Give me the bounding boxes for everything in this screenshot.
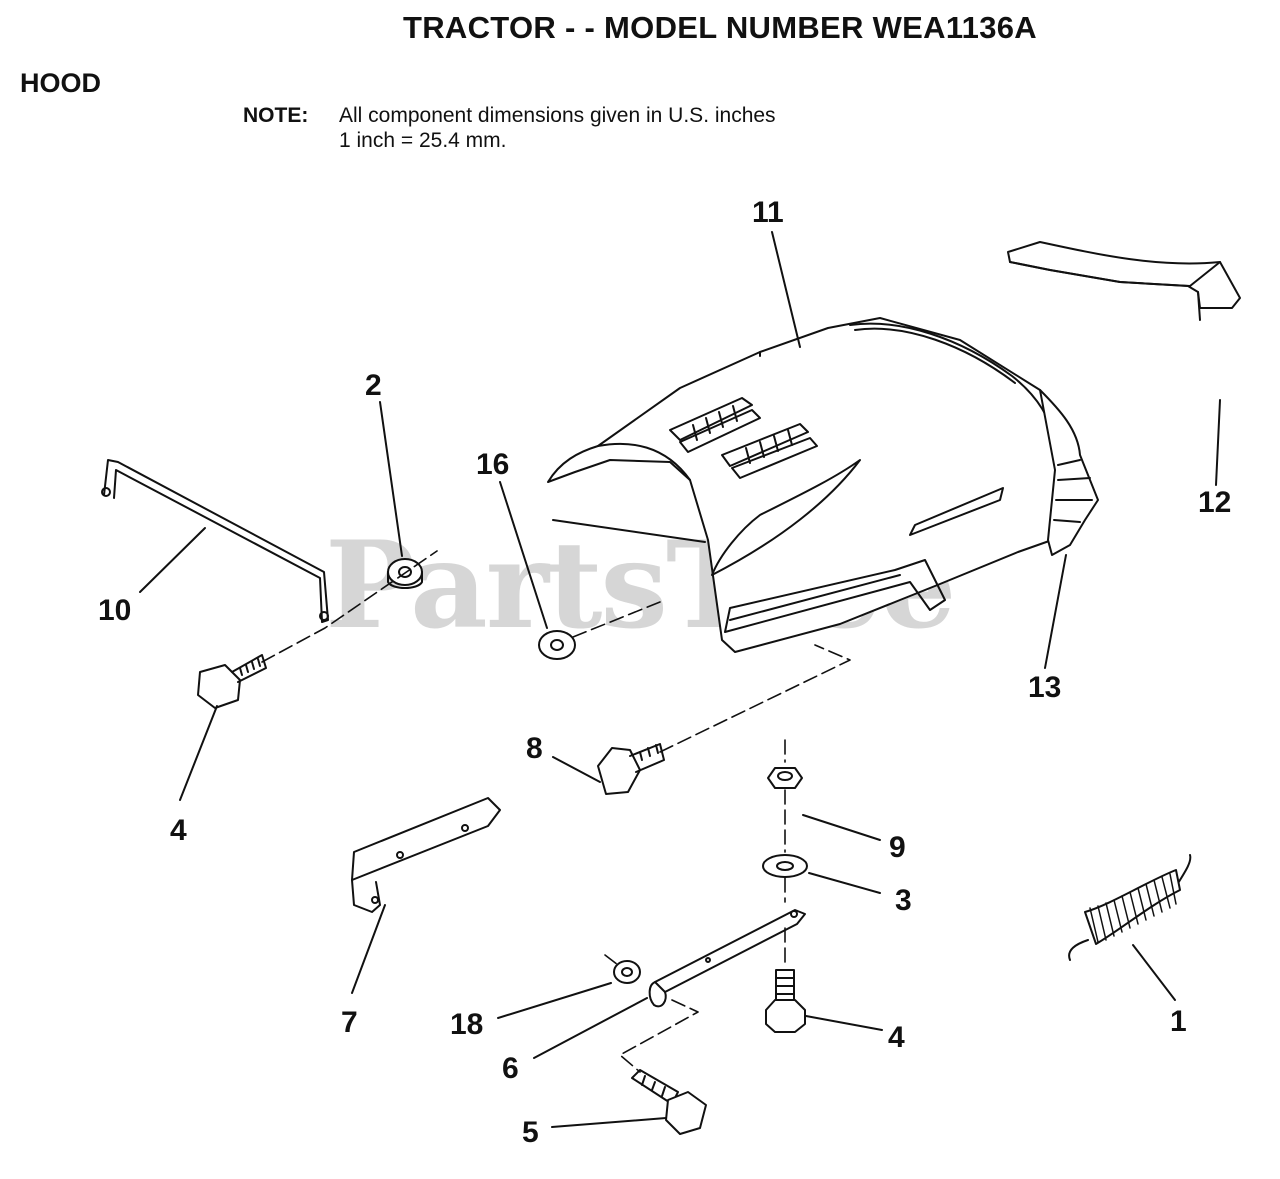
grille-part [1039,389,1099,556]
nut-part [387,558,423,589]
callout-3: 3 [895,884,912,917]
bolt-bottom-part [765,969,806,1033]
callout-6: 6 [502,1052,519,1085]
callout-4-bottom: 4 [888,1021,905,1054]
bolt-8-part [597,743,665,795]
callout-13: 13 [1028,671,1061,704]
callout-18: 18 [450,1008,483,1041]
callout-9: 9 [889,831,906,864]
callout-5: 5 [522,1116,539,1149]
bolt-5-part [631,1069,707,1135]
dimension-note: NOTE: All component dimensions given in U… [243,103,776,153]
nut-16-part [538,630,576,660]
callout-2: 2 [365,369,382,402]
section-heading: HOOD [20,68,101,98]
bracket-7-part [351,797,501,913]
callout-1: 1 [1170,1005,1187,1038]
leader-lines [139,231,1221,1128]
hood-rod-part [101,459,329,623]
assembly-lines [261,550,851,1073]
callout-16: 16 [476,448,509,481]
hood-part [547,317,1063,653]
callout-8: 8 [526,732,543,765]
note-label: NOTE: [243,104,309,127]
bolt-left-part [197,654,267,709]
callout-4-left: 4 [170,814,187,847]
callout-12: 12 [1198,486,1231,519]
washer-3-part [762,854,808,878]
callout-7: 7 [341,1006,358,1039]
link-6-part [648,909,806,1008]
spring-part [1068,854,1192,961]
note-line-1: All component dimensions given in U.S. i… [339,104,776,127]
note-line-2: 1 inch = 25.4 mm. [339,129,507,152]
trim-part [1007,241,1241,321]
callout-11: 11 [752,196,784,229]
page-title: TRACTOR - - MODEL NUMBER WEA1136A [403,10,1037,45]
washer-18-part [613,960,641,984]
nut-9-part [767,767,803,789]
callout-10: 10 [98,594,131,627]
